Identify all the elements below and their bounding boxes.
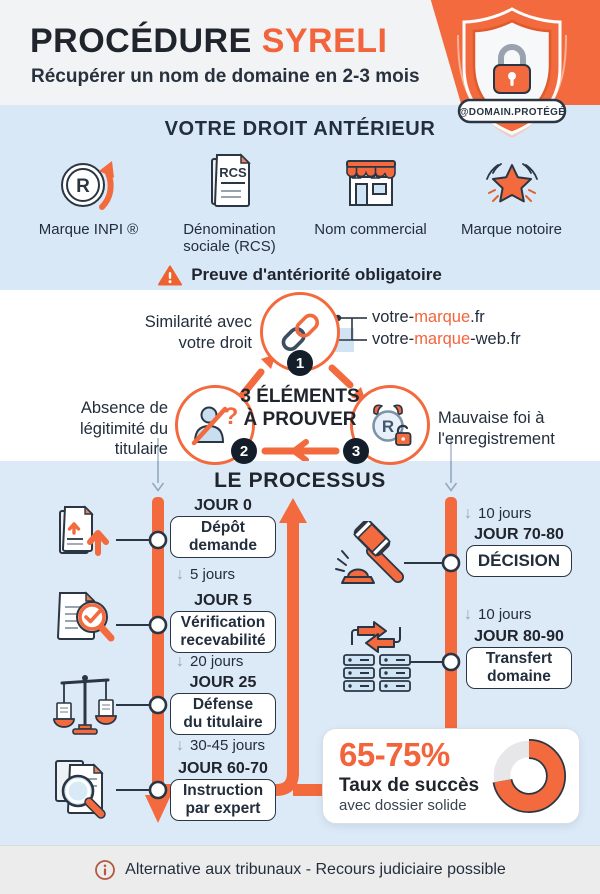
server-transfer-icon xyxy=(338,619,414,698)
warning-row: Preuve d'antériorité obligatoire xyxy=(0,265,600,286)
section-droit-anterieur: VOTRE DROIT ANTÉRIEUR R Marque INPI ® xyxy=(0,105,600,290)
down-arrow-icon: ↓ xyxy=(464,505,472,522)
info-icon xyxy=(95,860,116,880)
page-title: PROCÉDURE SYRELI xyxy=(30,22,388,61)
upload-documents-icon xyxy=(52,501,116,566)
elements-connectors xyxy=(157,314,452,461)
page-subtitle: Récupérer un nom de domaine en 2-3 mois xyxy=(31,66,420,87)
down-arrow-icon: ↓ xyxy=(176,566,184,583)
step-day-jour0: JOUR 0 xyxy=(194,497,252,514)
rcs-doc-text: RCS xyxy=(219,165,247,180)
domain-example-1: votre-marque.fr xyxy=(372,308,485,326)
processus-title: LE PROCESSUS xyxy=(214,469,386,492)
footer-text: Alternative aux tribunaux - Recours judi… xyxy=(125,861,506,878)
success-rate-value: 65-75% xyxy=(339,736,450,774)
element-number-1: 1 xyxy=(287,350,313,376)
shield-lock-icon: @DOMAIN.PROTÉGÉ xyxy=(448,5,576,143)
justice-scales-icon xyxy=(52,669,118,742)
footer: Alternative aux tribunaux - Recours judi… xyxy=(0,845,600,894)
interval-10-jours-1: ↓10 jours xyxy=(464,505,532,522)
down-arrow-icon: ↓ xyxy=(176,737,184,754)
warning-triangle-icon xyxy=(158,265,183,285)
step-day-jour80-90: JOUR 80-90 xyxy=(474,628,564,645)
domain-example-2: votre-marque-web.fr xyxy=(372,330,521,348)
droit-item-label: Marque notoire xyxy=(461,221,562,238)
droit-title: VOTRE DROIT ANTÉRIEUR xyxy=(164,118,436,140)
svg-text:?: ? xyxy=(224,403,239,430)
lock-shackle xyxy=(498,44,526,70)
step-box-decision: DÉCISION xyxy=(466,545,572,577)
down-arrow-icon: ↓ xyxy=(464,606,472,623)
droit-item-label: Marque INPI ® xyxy=(38,221,139,238)
success-rate-sublabel: avec dossier solide xyxy=(339,796,467,814)
down-arrow-icon: ↓ xyxy=(176,653,184,670)
svg-text:R: R xyxy=(76,176,90,197)
domain-badge-label: @DOMAIN.PROTÉGÉ xyxy=(459,105,566,118)
success-donut-chart xyxy=(492,739,566,813)
success-rate-label: Taux de succès xyxy=(339,774,480,796)
interval-10-jours-2: ↓10 jours xyxy=(464,606,532,623)
document-search-icon xyxy=(50,755,118,826)
droit-items: R Marque INPI ® RCS xyxy=(0,141,600,256)
droit-item-marque-inpi: R Marque INPI ® xyxy=(18,149,159,256)
domain-badge xyxy=(457,98,567,124)
droit-item-label: Nom commercial xyxy=(314,221,427,238)
rcs-document-icon: RCS xyxy=(198,149,262,215)
notorious-star-icon xyxy=(479,149,545,215)
section-processus: LE PROCESSUS xyxy=(0,461,600,845)
no-legitimacy-icon: ? xyxy=(191,403,239,446)
title-procedure: PROCÉDURE xyxy=(30,22,262,60)
title-syreli: SYRELI xyxy=(261,22,388,60)
step-day-jour70-80: JOUR 70-80 xyxy=(474,526,564,543)
bad-faith-icon: R xyxy=(372,404,412,446)
chain-link-icon xyxy=(281,313,320,352)
success-rate-card: 65-75% Taux de succès avec dossier solid… xyxy=(322,728,580,824)
storefront-icon xyxy=(338,149,404,215)
interval-5-jours: ↓5 jours xyxy=(176,566,236,583)
interval-30-45-jours: ↓30-45 jours xyxy=(176,737,266,754)
step-day-jour5: JOUR 5 xyxy=(194,592,252,609)
header: PROCÉDURE SYRELI Récupérer un nom de dom… xyxy=(0,0,600,138)
interval-20-jours: ↓20 jours xyxy=(176,653,244,670)
document-check-icon xyxy=(50,587,118,654)
step-day-jour25: JOUR 25 xyxy=(189,674,257,691)
droit-item-nom-commercial: Nom commercial xyxy=(300,149,441,256)
droit-item-marque-notoire: Marque notoire xyxy=(441,149,582,256)
element-number-3: 3 xyxy=(343,438,369,464)
registered-trademark-icon: R xyxy=(55,149,123,215)
warning-text: Preuve d'antériorité obligatoire xyxy=(191,265,442,284)
gavel-icon xyxy=(334,519,410,606)
svg-text:R: R xyxy=(382,417,394,436)
step-day-jour60-70: JOUR 60-70 xyxy=(178,760,268,777)
element-number-2: 2 xyxy=(231,438,257,464)
